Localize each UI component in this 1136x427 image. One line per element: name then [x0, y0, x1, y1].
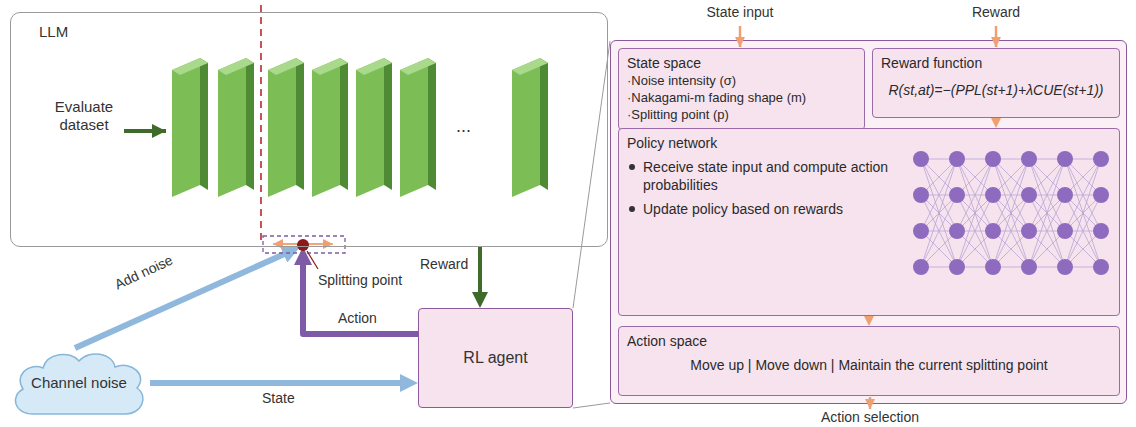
- box-title: Action space: [627, 332, 1111, 350]
- bullet-dot: [629, 164, 635, 170]
- zoom-line: [573, 403, 610, 408]
- connector: [303, 261, 418, 335]
- box-title: Reward function: [881, 54, 1111, 72]
- block-face: [268, 58, 296, 197]
- box-title: Channel noise: [31, 374, 127, 392]
- reward-box: Reward functionR(st,at)=−(PPL(st+1)+λCUE…: [872, 48, 1120, 118]
- split-line: [260, 5, 262, 240]
- block-top: [172, 58, 208, 75]
- edge-label: Action: [338, 310, 377, 327]
- text-label: Reward: [956, 4, 1036, 21]
- leader-line: [307, 251, 318, 269]
- block-side: [540, 58, 548, 190]
- block-face: [312, 58, 340, 197]
- input-arrow: [995, 26, 998, 47]
- block-side: [246, 58, 254, 190]
- bullet-item: Update policy based on rewards: [627, 200, 902, 218]
- state-box: State space·Noise intensity (σ)·Nakagami…: [618, 48, 865, 130]
- box-text: ·Splitting point (p): [627, 106, 856, 123]
- split-dot: [297, 239, 309, 251]
- block-side: [296, 58, 304, 190]
- block-top: [268, 58, 304, 75]
- box-text: Receive state input and compute action p…: [643, 158, 902, 194]
- connector: [75, 253, 288, 349]
- text-label: Evaluate dataset: [40, 98, 128, 134]
- input-arrow: [739, 26, 742, 47]
- block-top: [218, 58, 254, 75]
- text-label: State input: [690, 4, 790, 21]
- block-side: [200, 58, 208, 190]
- box-text: Update policy based on rewards: [643, 200, 843, 218]
- box-title: LLM: [39, 23, 607, 41]
- edge-label: Add noise: [112, 252, 176, 294]
- layer-blocks: [172, 58, 548, 197]
- box-text: Move up | Move down | Maintain the curre…: [627, 356, 1111, 374]
- block-side: [340, 58, 348, 190]
- text-label: Action selection: [805, 409, 935, 426]
- box-title: Policy network: [627, 134, 1111, 152]
- block-top: [312, 58, 348, 75]
- block-side: [384, 58, 392, 190]
- box-title: State space: [627, 54, 856, 72]
- zoom-line: [573, 41, 610, 308]
- bullet-item: Receive state input and compute action p…: [627, 158, 902, 194]
- edge-label: State: [262, 390, 295, 407]
- box-text: R(st,at)=−(PPL(st+1)+λCUE(st+1)): [881, 80, 1111, 100]
- bullet-dot: [629, 206, 635, 212]
- split-bracket: [263, 236, 345, 253]
- block-face: [218, 58, 246, 197]
- policy-box: Policy networkReceive state input and co…: [618, 128, 1120, 316]
- block-face: [172, 58, 200, 197]
- block-face: [400, 58, 428, 197]
- network-figure: [897, 133, 1117, 313]
- block-top: [400, 58, 436, 75]
- action-box: Action spaceMove up | Move down | Mainta…: [618, 326, 1120, 396]
- box-title: RL agent: [463, 348, 527, 368]
- input-arrow: [124, 129, 166, 133]
- agent-box: RL agent: [418, 308, 573, 408]
- connector: [995, 118, 998, 121]
- output-arrow: [869, 397, 872, 409]
- noise-cloud: Channel noise: [8, 348, 150, 418]
- box-text: ·Nakagami-m fading shape (m): [627, 89, 856, 106]
- block-top: [512, 58, 548, 75]
- connector: [478, 247, 482, 296]
- connector: [150, 380, 405, 386]
- block-face: [356, 58, 384, 197]
- edge-label: Reward: [420, 256, 468, 273]
- text-label: ...: [456, 116, 471, 137]
- block-face: [512, 58, 540, 197]
- block-side: [428, 58, 436, 190]
- connector: [868, 316, 871, 319]
- text-label: Splitting point: [318, 272, 402, 289]
- block-top: [356, 58, 392, 75]
- box-text: ·Noise intensity (σ): [627, 72, 856, 89]
